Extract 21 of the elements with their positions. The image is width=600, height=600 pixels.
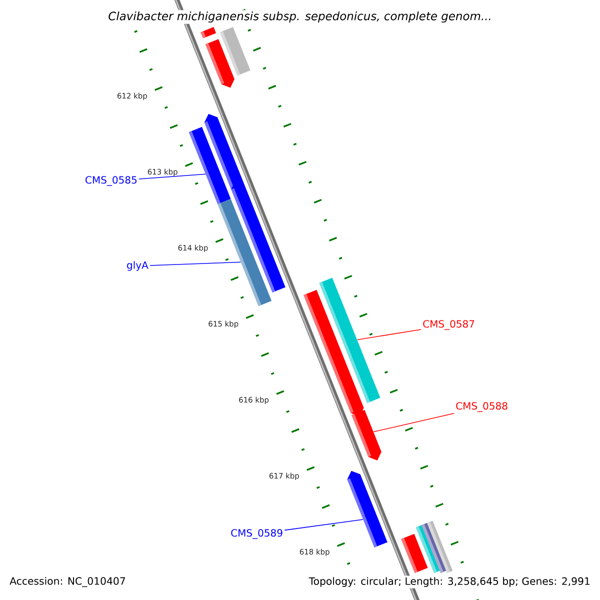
gene-bar (427, 520, 453, 573)
leader-line (150, 262, 242, 266)
leader-line (284, 519, 364, 531)
gene-label: CMS_0589 (231, 529, 282, 539)
gene-bar (347, 470, 388, 548)
title: Clavibacter michiganensis subsp. sepedonicus, complete genom... (106, 10, 494, 24)
gene-bar (188, 126, 231, 204)
leader-line (373, 412, 454, 432)
gene-label: CMS_0588 (456, 402, 508, 412)
leader-line (138, 174, 206, 180)
gene-bar (304, 290, 364, 416)
footer-text: Accession: NC_010407 (8, 576, 128, 588)
gene-bar (352, 410, 382, 460)
gene-label: glyA (127, 261, 148, 271)
gene-bar (218, 198, 272, 306)
gene-bar (200, 27, 216, 38)
gene-bar (205, 39, 234, 88)
gene-label: CMS_0585 (86, 176, 136, 186)
footer-text: Topology: circular; Length: 3,258,645 bp; Genes: 2,991 (308, 576, 592, 588)
leader-line (356, 329, 422, 340)
gene-label: CMS_0587 (423, 320, 474, 330)
